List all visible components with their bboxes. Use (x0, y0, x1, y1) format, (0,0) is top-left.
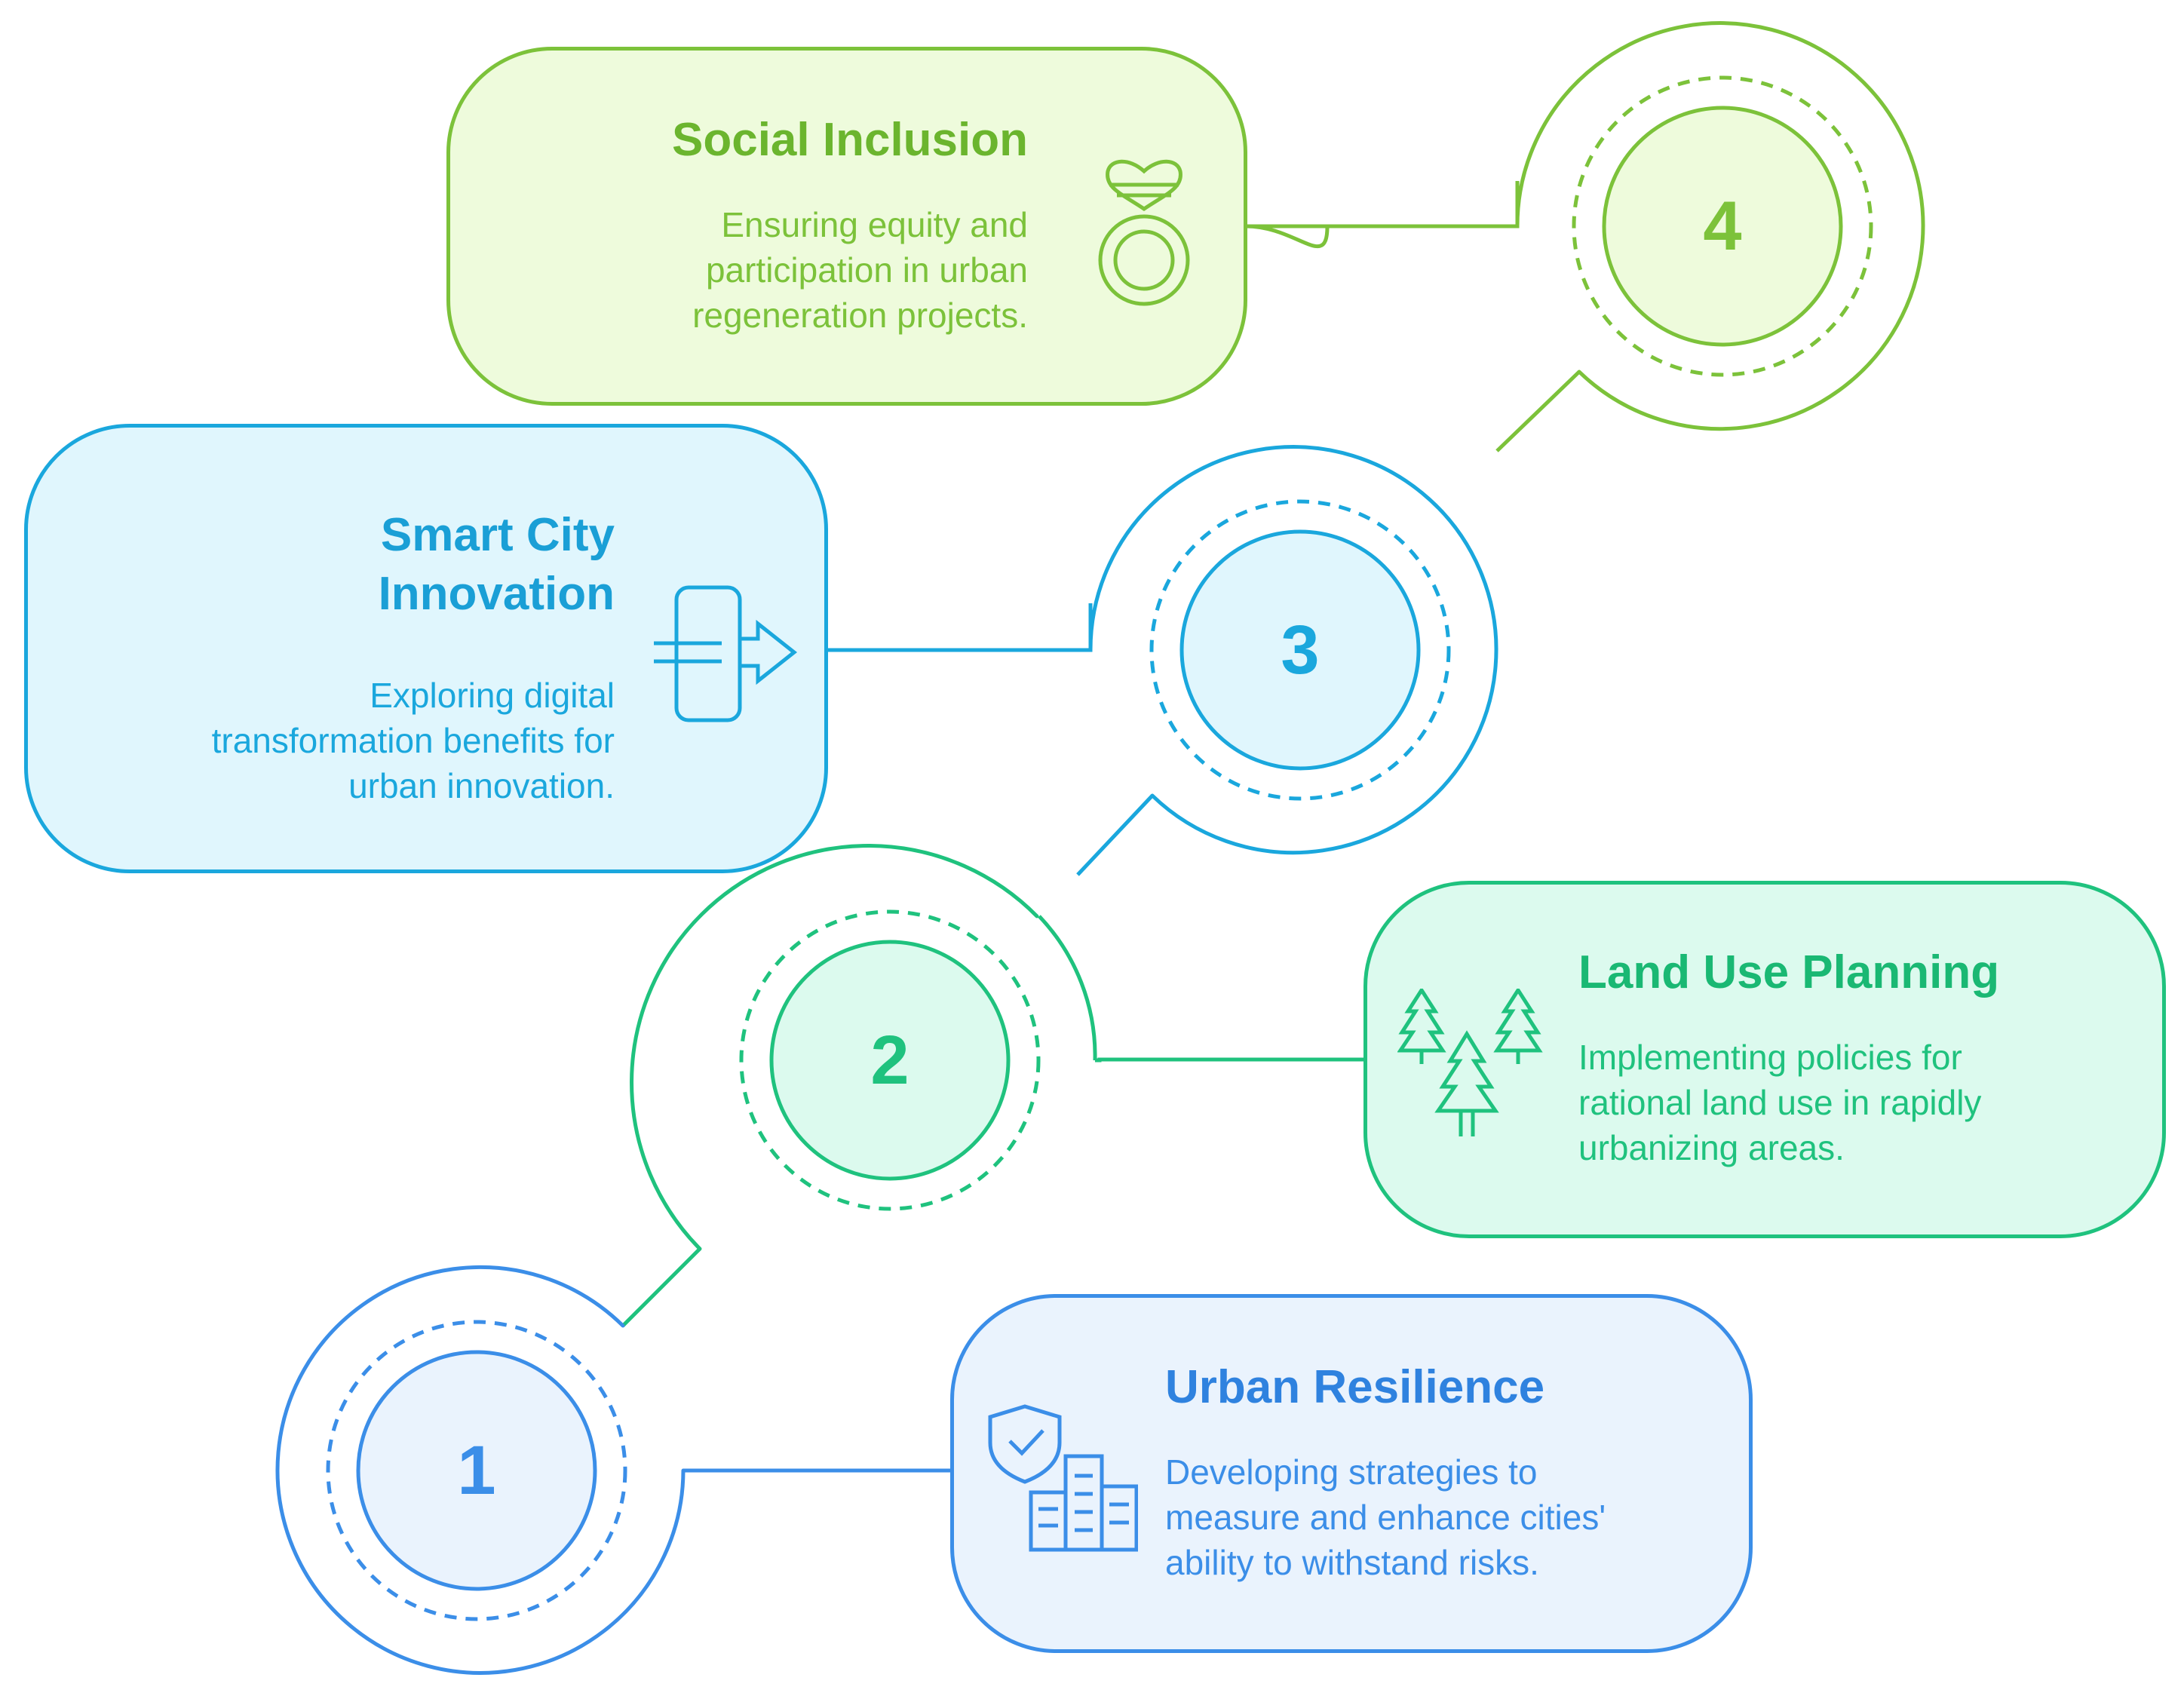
card-land-use-planning: Land Use Planning Implementing policies … (1363, 881, 2166, 1238)
step-3-number: 3 (1281, 612, 1320, 688)
card-title: Social Inclusion (672, 114, 1028, 166)
step-3-inner-circle (1179, 529, 1421, 771)
step-2-dashed-ring (739, 909, 1041, 1211)
step-4-dashed-ring (1572, 75, 1873, 377)
step-4-group (1245, 21, 1925, 452)
card-description: Implementing policies for rational land … (1578, 1038, 1982, 1167)
connector-4 (1246, 181, 1520, 228)
card-urban-resilience: Urban Resilience Developing strategies t… (950, 1294, 1753, 1653)
device-arrow-icon (654, 585, 798, 722)
step-3-tail (1076, 794, 1154, 876)
step-1-number: 1 (457, 1432, 496, 1509)
step-2-inner-circle (769, 940, 1011, 1181)
trees-icon (1397, 989, 1543, 1136)
step-4-tail (1495, 370, 1581, 452)
card-title: Land Use Planning (1578, 946, 2000, 998)
step-1-outer-ring (275, 1265, 686, 1675)
step-1-group (275, 1265, 686, 1675)
step-3-outer-ring (1088, 445, 1498, 855)
step-4-connector (1245, 224, 1330, 249)
card-smart-city-innovation: Smart City Innovation Exploring digital … (24, 424, 828, 873)
heart-ring-icon (1098, 159, 1190, 306)
card-title: Smart City Innovation (378, 509, 615, 620)
step-4-number: 4 (1703, 188, 1742, 265)
step-2-number: 2 (870, 1022, 909, 1099)
card-title: Urban Resilience (1165, 1361, 1545, 1413)
card-description: Ensuring equity and participation in urb… (692, 205, 1028, 335)
step-4-inner-circle (1602, 106, 1843, 347)
step-2-tail (621, 1247, 701, 1327)
step-2-group (621, 844, 1097, 1327)
shield-buildings-icon (988, 1404, 1138, 1552)
step-3-dashed-ring (1149, 499, 1451, 801)
step-1-dashed-ring (326, 1320, 627, 1621)
step-4-outer-ring (1515, 21, 1925, 431)
step-2-outer-ring-b (1038, 915, 1097, 1061)
card-social-inclusion: Social Inclusion Ensuring equity and par… (446, 47, 1247, 406)
step-1-inner-circle (356, 1350, 597, 1591)
connector-3 (828, 603, 1093, 652)
card-description: Developing strategies to measure and enh… (1165, 1452, 1606, 1582)
step-3-group (1076, 445, 1498, 876)
card-description: Exploring digital transformation benefit… (211, 676, 615, 805)
step-2-outer-ring (630, 844, 1039, 1251)
